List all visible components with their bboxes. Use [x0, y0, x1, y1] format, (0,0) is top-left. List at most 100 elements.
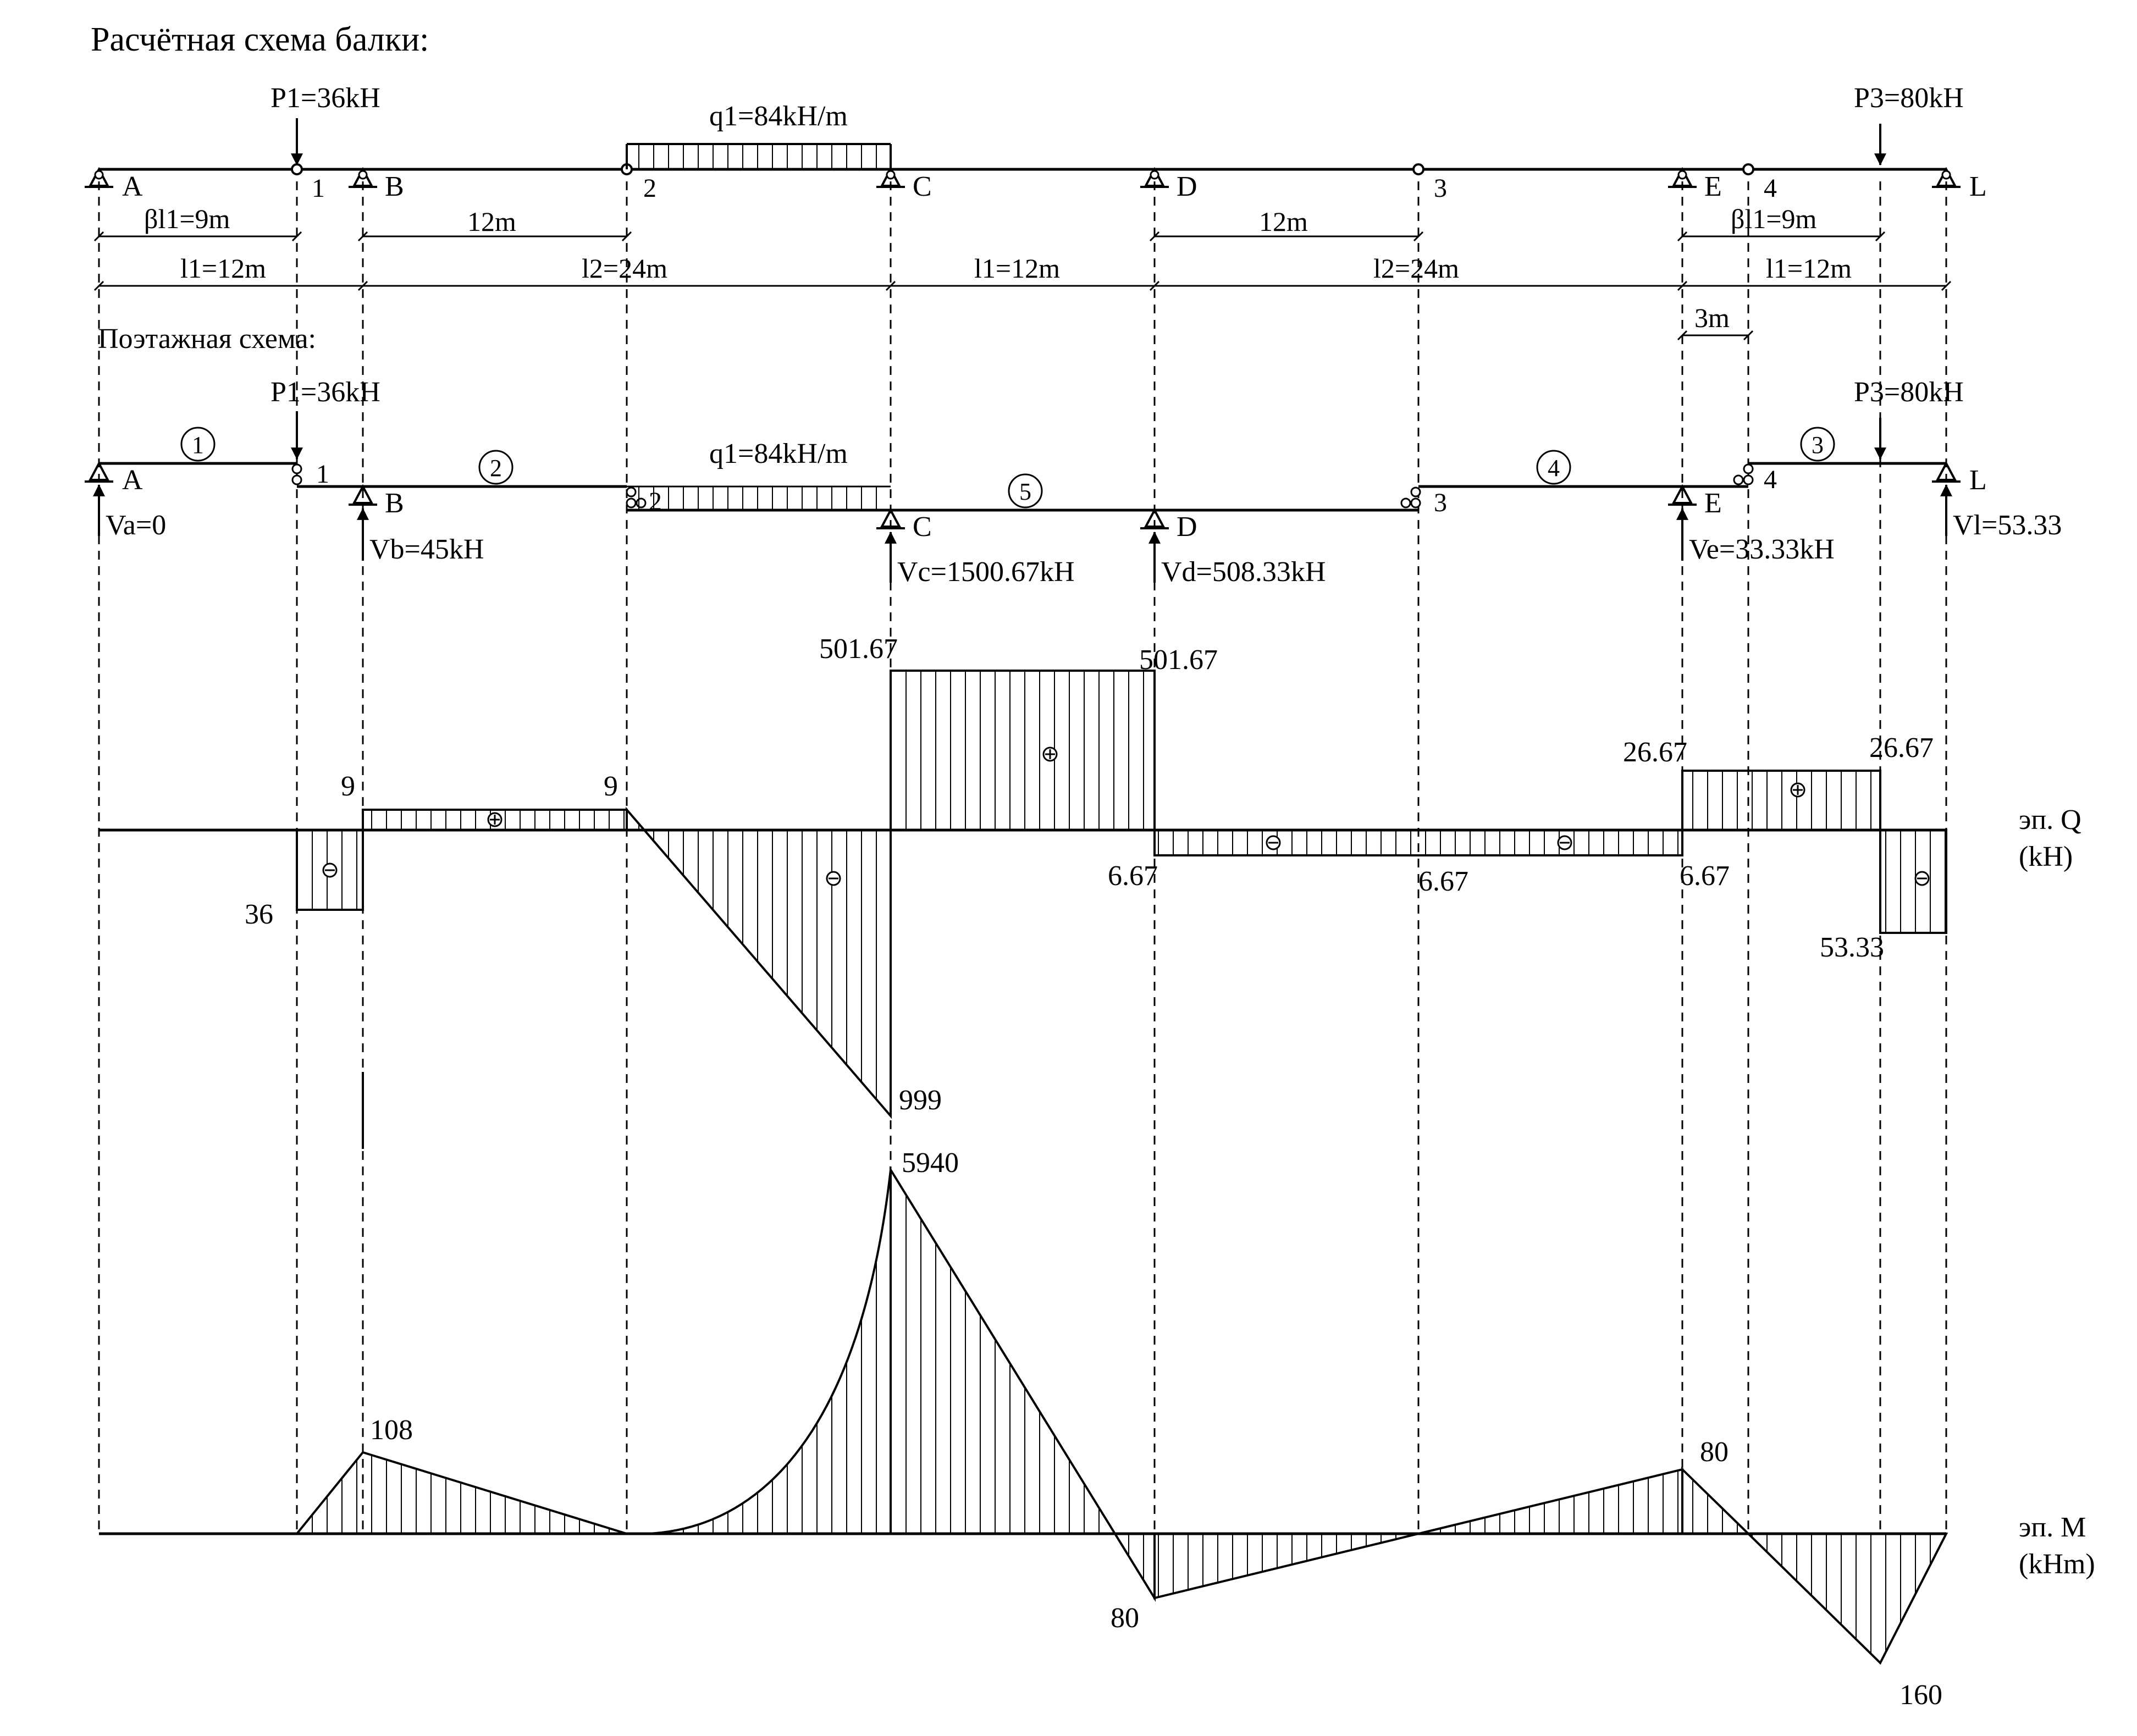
q-value-9-right: 9: [604, 771, 618, 802]
floor-label-1: 1: [316, 460, 329, 489]
beam-number-5: 5: [1008, 473, 1043, 508]
support-c: [876, 167, 905, 188]
hinge-3: [1412, 163, 1424, 175]
q-sign-markers: [322, 747, 1930, 886]
hinge-1: [291, 163, 303, 175]
m-region-6: [1418, 1468, 1683, 1535]
m-region-4: [1113, 1533, 1156, 1602]
q-value-6-67-e: 6.67: [1680, 860, 1730, 892]
floor-support-b: [349, 484, 377, 506]
m-region-1: [294, 1451, 627, 1535]
q-value-26-67-right: 26.67: [1869, 732, 1934, 764]
beam-number-1: 1: [180, 427, 216, 462]
drawing-title: Расчётная схема балки:: [91, 21, 429, 58]
m-region-8: [1746, 1533, 1948, 1665]
support-d: [1140, 167, 1169, 188]
floor-label-d: D: [1177, 511, 1197, 543]
label-hinge-2: 2: [643, 174, 656, 203]
q-value-26-67-left: 26.67: [1623, 737, 1687, 768]
reaction-vd: Vd=508.33kH: [1161, 556, 1326, 588]
q-value-6-67-d: 6.67: [1108, 860, 1158, 892]
reaction-vc: Vc=1500.67kH: [897, 556, 1075, 588]
beam-number-2: 2: [478, 450, 513, 485]
label-p3: P3=80kH: [1854, 82, 1964, 114]
svg-text:1: 1: [192, 432, 204, 458]
m-value-5940: 5940: [902, 1147, 959, 1179]
floor-label-b: B: [385, 488, 404, 519]
label-support-l: L: [1969, 171, 1987, 202]
svg-text:4: 4: [1548, 455, 1560, 482]
reaction-vb: Vb=45kH: [369, 534, 484, 565]
dim-12m-right: 12m: [1259, 206, 1308, 237]
floor-scheme: A B C D E L 1 2 3 4 1 2 3 4 5 P1=36kH P3…: [85, 377, 2062, 588]
m-value-80-d: 80: [1111, 1602, 1139, 1634]
q-diagram-unit: (kH): [2019, 841, 2073, 872]
floor-label-p3: P3=80kH: [1854, 377, 1964, 408]
dimension-lines: [93, 231, 1952, 341]
q-value-6-67-mid: 6.67: [1418, 866, 1468, 897]
support-b: [349, 167, 377, 188]
q-region-7: [1879, 829, 1947, 934]
q-region-3: [626, 806, 892, 1119]
m-diagram-label: эп. M: [2019, 1512, 2086, 1543]
svg-text:3: 3: [1812, 432, 1824, 458]
floor-support-e: [1668, 484, 1697, 506]
label-support-c: C: [913, 171, 932, 202]
m-value-80-e: 80: [1700, 1436, 1729, 1468]
shear-diagram: 36 9 9 999 501.67 501.67 6.67 6.67 6.67 …: [99, 633, 2081, 1149]
floor-hinge-4: [1733, 463, 1754, 485]
label-hinge-3: 3: [1434, 174, 1447, 203]
q-value-53-33: 53.33: [1820, 932, 1884, 963]
design-scheme: A B C D E L 1 2 3 4 P1=36kH P3=80kH q1=8…: [85, 82, 1987, 341]
distributed-load-q1: [626, 143, 892, 169]
m-region-7: [1681, 1467, 1751, 1535]
dim-l2-b: l2=24m: [1373, 253, 1459, 284]
reaction-ve: Ve=33.33kH: [1689, 534, 1835, 565]
dim-12m-left: 12m: [467, 206, 516, 237]
floor-hinge-1: [291, 463, 302, 485]
q-diagram-label: эп. Q: [2019, 804, 2081, 836]
floor-hinge-3: [1400, 486, 1421, 508]
dim-l1-c: l1=12m: [1766, 253, 1852, 284]
floor-support-l: [1932, 461, 1961, 483]
q-value-999: 999: [899, 1085, 942, 1116]
reaction-vl: Vl=53.33: [1953, 510, 2062, 541]
m-region-3: [890, 1165, 1117, 1535]
q-region-5: [1153, 829, 1683, 856]
dim-3m: 3m: [1694, 302, 1730, 333]
moment-diagram: 108 5940 80 80 160 эп. M (kHm): [99, 1147, 2095, 1711]
floor-label-p1: P1=36kH: [270, 377, 380, 408]
floor-label-q1: q1=84kH/m: [709, 438, 848, 469]
beam-number-3: 3: [1800, 427, 1835, 462]
dim-bl1-right: βl1=9m: [1731, 203, 1817, 234]
label-support-e: E: [1704, 171, 1722, 202]
m-diagram-unit: (kHm): [2019, 1549, 2095, 1580]
label-support-a: A: [122, 171, 143, 202]
label-hinge-1: 1: [312, 174, 325, 203]
hinge-4: [1742, 163, 1754, 175]
dim-bl1-left: βl1=9m: [144, 203, 230, 234]
dim-l1-b: l1=12m: [974, 253, 1060, 284]
support-a: [85, 167, 113, 188]
floor-label-l: L: [1969, 465, 1987, 496]
m-value-108: 108: [370, 1414, 413, 1446]
floor-distributed-load-q1: [627, 485, 891, 510]
floor-support-c: [876, 507, 905, 529]
floor-label-3: 3: [1434, 488, 1447, 517]
m-region-5: [1153, 1533, 1419, 1600]
q-value-9-left: 9: [341, 771, 355, 802]
q-value-36: 36: [245, 899, 273, 930]
dim-l1-a: l1=12m: [180, 253, 266, 284]
floor-label-c: C: [913, 511, 932, 543]
q-value-501-right: 501.67: [1139, 644, 1218, 676]
support-l: [1932, 167, 1961, 188]
q-value-501-left: 501.67: [819, 633, 898, 665]
m-region-2: [626, 1169, 892, 1535]
dim-l2-a: l2=24m: [582, 253, 667, 284]
floor-label-4: 4: [1764, 465, 1777, 494]
dashed-guides: [98, 181, 1947, 1534]
label-q1: q1=84kH/m: [709, 101, 848, 132]
floor-label-a: A: [122, 465, 143, 496]
